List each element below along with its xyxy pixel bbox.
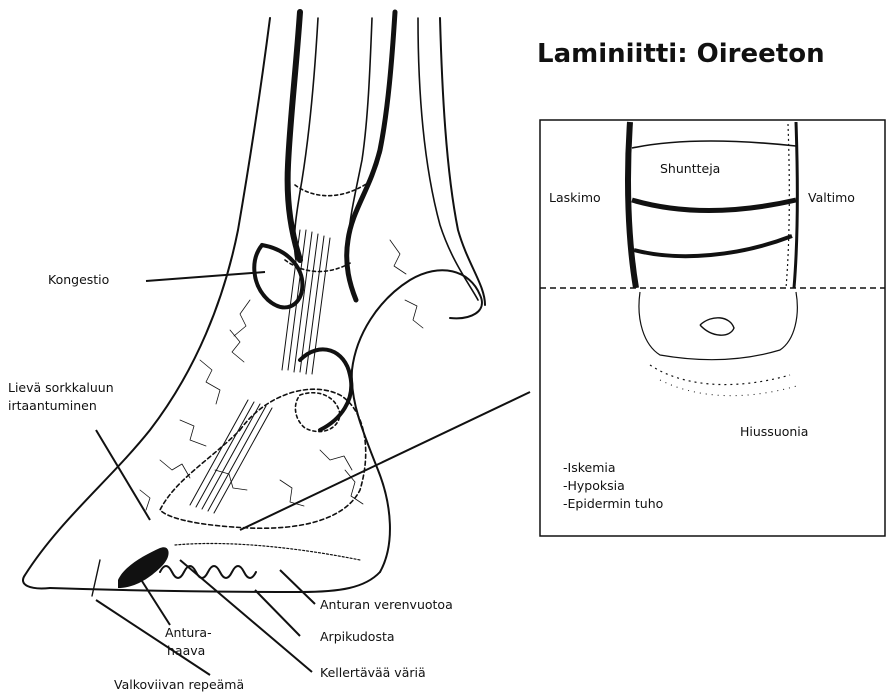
label-sorkkaluu-1: Lievä sorkkaluun xyxy=(8,380,114,395)
leader-lines xyxy=(96,272,530,675)
inset-label-laskimo: Laskimo xyxy=(549,190,601,205)
leg-back-outline xyxy=(440,18,485,305)
label-kellertava: Kellertävää väriä xyxy=(320,665,426,680)
label-arpikudos: Arpikudosta xyxy=(320,629,395,644)
inset-label-shuntteja: Shuntteja xyxy=(660,161,720,176)
label-kongestio: Kongestio xyxy=(48,272,109,287)
label-sorkkaluu-2: irtaantuminen xyxy=(8,398,97,413)
leader-sorkkaluu xyxy=(96,430,150,520)
inset-symptom-3: -Epidermin tuho xyxy=(563,496,663,511)
vessel-dark-1 xyxy=(288,12,300,260)
label-antura-1: Antura- xyxy=(165,625,212,640)
capillary-network xyxy=(140,240,423,510)
leader-verenvuoto xyxy=(280,570,315,604)
sole-hemorrhage xyxy=(175,543,360,560)
navicular xyxy=(295,393,340,432)
leader-antura xyxy=(140,578,170,625)
label-verenvuoto: Anturan verenvuotoa xyxy=(320,597,453,612)
inset-label-valtimo: Valtimo xyxy=(808,190,855,205)
label-antura-2: haava xyxy=(167,643,205,658)
inset-label-hiussuonia: Hiussuonia xyxy=(740,424,808,439)
joint-1 xyxy=(295,180,372,196)
scar-tissue xyxy=(160,566,256,578)
page-title: Laminiitti: Oireeton xyxy=(537,39,825,69)
white-line-tear xyxy=(92,560,100,596)
hoof-wall-front xyxy=(23,18,270,588)
hoof-heel-outline xyxy=(352,270,482,572)
leader-inset xyxy=(240,392,530,530)
inset-symptom-1: -Iskemia xyxy=(563,460,616,475)
label-valkoviiva: Valkoviivan repeämä xyxy=(114,677,244,692)
hoof-illustration xyxy=(23,12,485,596)
leader-kongestio xyxy=(146,272,265,281)
inset-symptom-2: -Hypoksia xyxy=(563,478,625,493)
